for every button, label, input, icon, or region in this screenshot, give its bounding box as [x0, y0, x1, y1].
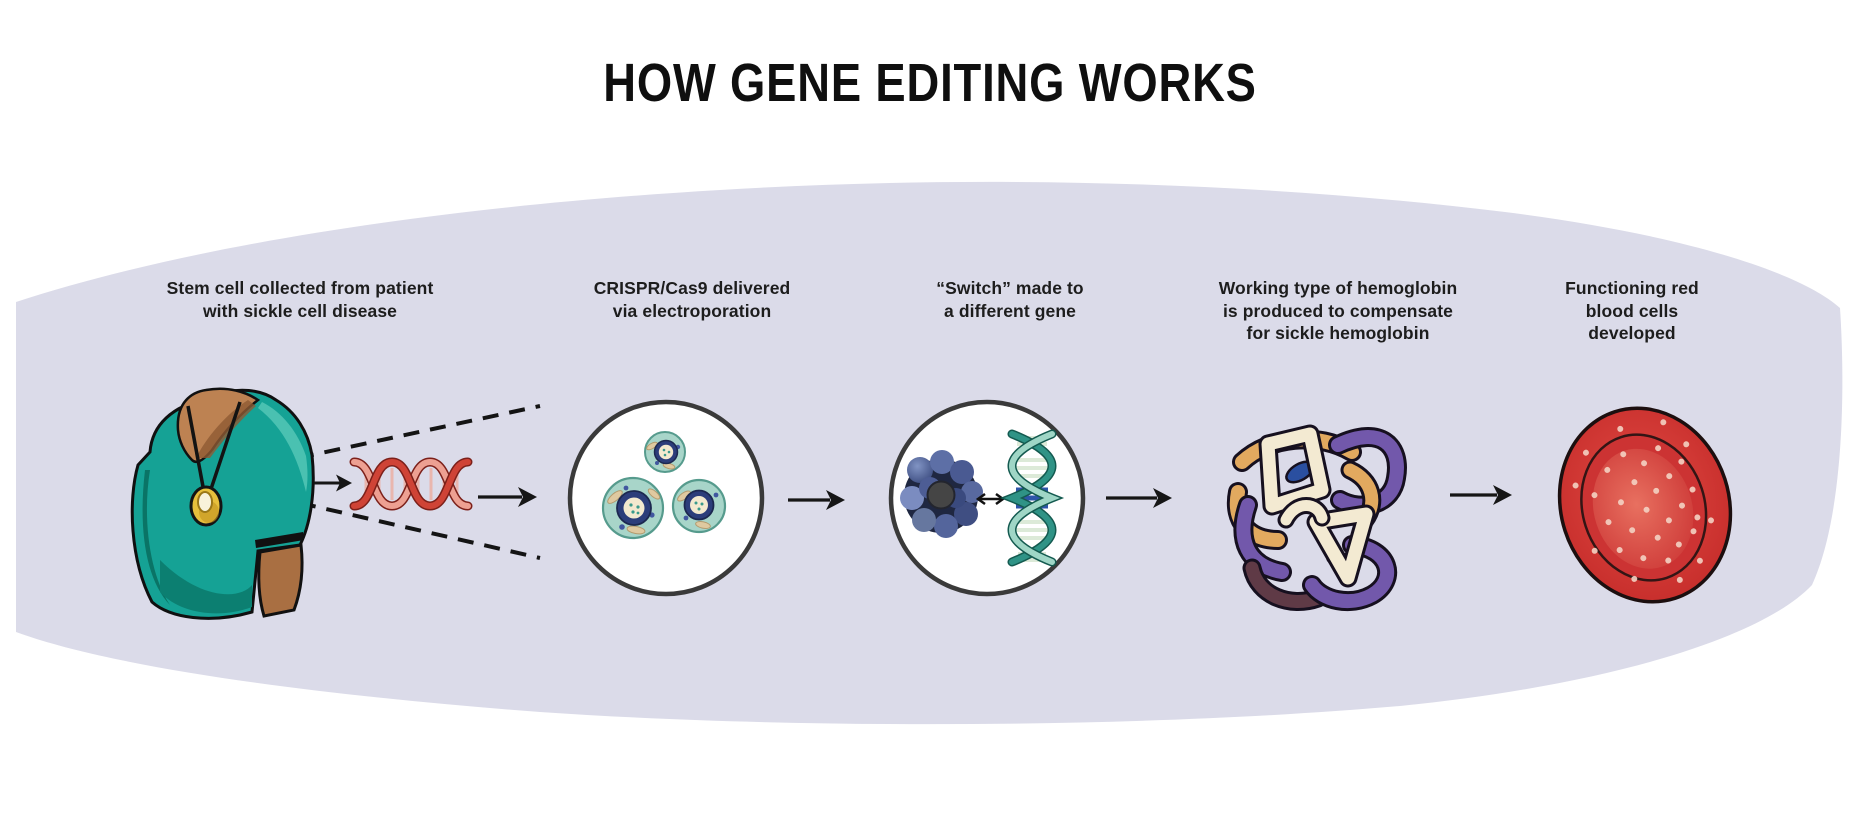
- red-dna-helix-icon: [349, 457, 473, 511]
- arrow-icon: [788, 490, 845, 510]
- arrow-icon: [1106, 488, 1172, 508]
- page-title-text: HOW GENE EDITING WORKS: [602, 53, 1257, 113]
- arrow-icon: [478, 487, 537, 507]
- step-label-working-hemoglobin: Working type of hemoglobin is produced t…: [1218, 278, 1458, 343]
- hemoglobin-protein-icon: [1226, 424, 1407, 612]
- step-label-functioning-rbc: Functioning red blood cells developed: [1565, 278, 1699, 343]
- patient-torso-icon: [130, 387, 315, 620]
- step-label-stem-cell-collected: Stem cell collected from patient with si…: [166, 278, 434, 321]
- page-title: HOW GENE EDITING WORKS: [0, 53, 1859, 113]
- step-label-switch-made: “Switch” made to a different gene: [936, 278, 1084, 321]
- cas9-dna-switch-circle-icon: [888, 399, 1086, 597]
- stem-cells-circle-icon: [567, 399, 765, 597]
- extraction-dashed-lines: [297, 404, 541, 560]
- arrow-icon: [1450, 485, 1512, 505]
- gene-switch-dna-icon: [999, 429, 1065, 567]
- cas9-protein-icon: [900, 450, 983, 538]
- step-label-crispr-delivered: CRISPR/Cas9 delivered via electroporatio…: [593, 278, 791, 321]
- arrow-icon: [314, 474, 352, 492]
- red-blood-cell-icon: [1557, 406, 1733, 604]
